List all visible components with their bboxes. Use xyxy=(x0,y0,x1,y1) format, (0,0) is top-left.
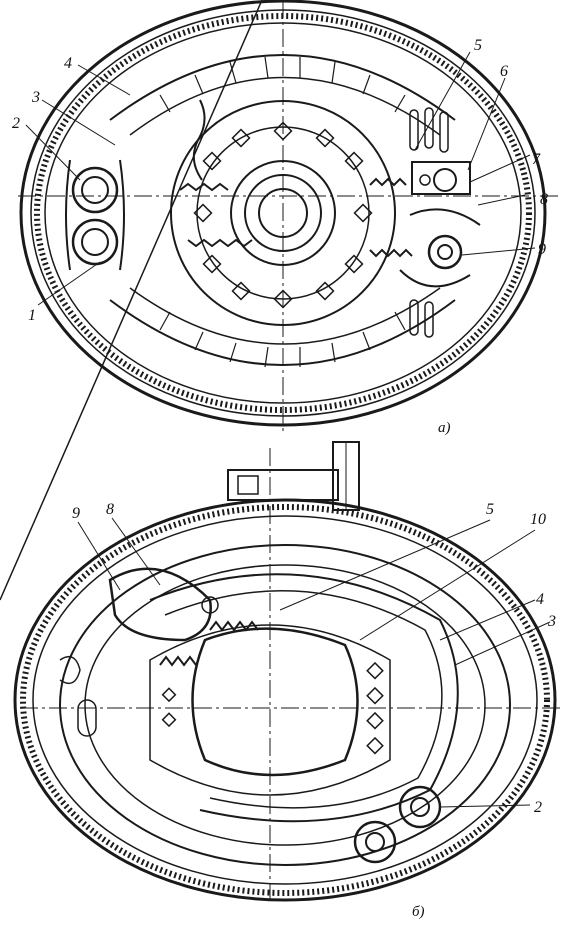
fig-a-upper-left-spring xyxy=(179,182,229,192)
fig-a-hub-flange-inner xyxy=(196,126,370,300)
fig-b-label-10: 10 xyxy=(530,511,546,528)
fig-a-lining-segments xyxy=(159,56,406,368)
fig-a-label-3: 3 xyxy=(31,89,40,106)
fig-a-drum-ring xyxy=(30,9,536,417)
fig-a-label-7: 7 xyxy=(532,151,541,168)
fig-a-label-8: 8 xyxy=(540,191,548,208)
fig-a-label-1: 1 xyxy=(28,307,36,324)
fig-a-drum-hatch xyxy=(34,13,532,413)
fig-b-drum-inner xyxy=(32,515,538,885)
fig-a-drum-inner xyxy=(44,22,522,404)
fig-b-label-4: 4 xyxy=(536,591,544,608)
fig-b-label-2: 2 xyxy=(534,799,542,816)
fig-a-caption: а) xyxy=(438,420,451,436)
fig-b-backing-plate-inner xyxy=(84,564,486,846)
fig-a-hub-flange xyxy=(170,100,396,326)
fig-a-slotted-plate xyxy=(409,107,449,338)
fig-b-hub-plate xyxy=(191,627,359,777)
fig-b-shoe xyxy=(149,573,459,823)
fig-a-upper-shoe xyxy=(109,54,456,121)
fig-a-lower-shoe xyxy=(109,299,456,366)
fig-a-drum-outer xyxy=(19,0,547,427)
fig-b-spring-link xyxy=(0,0,263,601)
fig-b-drum-outer xyxy=(13,498,557,902)
fig-b-shoe-inner xyxy=(164,590,443,809)
fig-b-spring-2 xyxy=(159,655,197,667)
fig-a-hub-outer xyxy=(230,160,336,266)
fig-a-label-2: 2 xyxy=(12,115,20,132)
fig-a-lower-shoe-inner xyxy=(129,287,441,345)
fig-a-upper-shoe-inner xyxy=(129,76,441,136)
fig-a-label-9: 9 xyxy=(538,241,546,258)
fig-b-label-8: 8 xyxy=(106,501,114,518)
fig-b-hub-plate-outer xyxy=(149,624,391,796)
fig-a-left-spring xyxy=(187,238,253,248)
fig-a-top-spring xyxy=(192,99,206,181)
figure-b: 9 8 5 10 4 3 2 б) xyxy=(0,0,560,920)
fig-a-lower-right-spring xyxy=(369,248,413,258)
fig-b-label-3: 3 xyxy=(547,613,556,630)
fig-b-label-5: 5 xyxy=(486,501,494,518)
fig-b-drum-hatch xyxy=(20,504,550,896)
fig-a-label-6: 6 xyxy=(500,63,508,80)
fig-a-upper-right-spring xyxy=(369,177,407,187)
fig-b-left-clip xyxy=(59,655,81,685)
fig-a-hub-mid xyxy=(244,174,322,252)
fig-a-adjuster-assembly xyxy=(399,161,481,288)
fig-b-hub-bolts xyxy=(161,661,384,755)
fig-b-wheel-cylinder xyxy=(108,567,219,642)
fig-a-label-4: 4 xyxy=(64,55,72,72)
fig-a-leader-lines xyxy=(25,51,536,306)
figure-a: 1 2 3 4 5 6 7 8 9 а) xyxy=(12,0,560,436)
fig-a-hub-bore xyxy=(258,188,308,238)
fig-a-hub-bolts xyxy=(193,121,373,309)
fig-b-adjuster-nuts xyxy=(353,785,442,864)
fig-b-leader-lines xyxy=(77,517,551,808)
fig-a-cylinder-assembly xyxy=(65,159,125,271)
fig-b-spring-1 xyxy=(209,620,259,632)
fig-b-label-9: 9 xyxy=(72,505,80,522)
fig-a-label-5: 5 xyxy=(474,37,482,54)
fig-b-backing-plate xyxy=(59,544,511,866)
fig-b-slot xyxy=(77,699,97,737)
fig-b-caption: б) xyxy=(412,904,425,920)
